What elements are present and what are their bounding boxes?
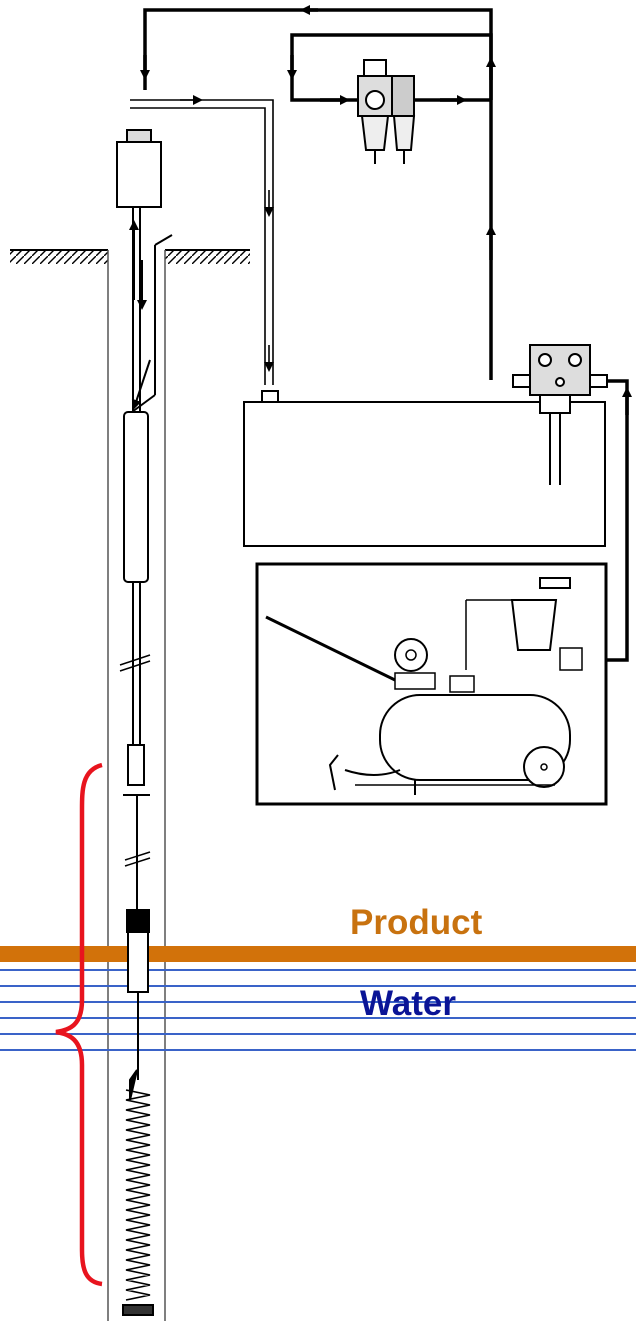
regulator-loop — [287, 33, 496, 105]
recovery-tank — [243, 390, 606, 547]
skimmer-intake-screen — [125, 1089, 151, 1301]
air-supply-line — [140, 5, 496, 380]
pump-controller — [512, 344, 608, 485]
air-compressor — [255, 562, 608, 806]
water-table-lines — [0, 969, 636, 1051]
water-label: Water — [360, 984, 456, 1023]
filter-regulator — [357, 59, 416, 164]
break-marks — [119, 654, 151, 867]
skimmer-range-bracket — [55, 762, 103, 1287]
ground-surface — [10, 249, 250, 264]
pump-air-lines — [129, 220, 173, 413]
compressor-air-line — [590, 379, 632, 662]
product-layer — [0, 946, 636, 962]
product-discharge-line — [130, 95, 274, 385]
well-casing — [107, 250, 166, 1321]
product-label: Product — [350, 903, 483, 942]
